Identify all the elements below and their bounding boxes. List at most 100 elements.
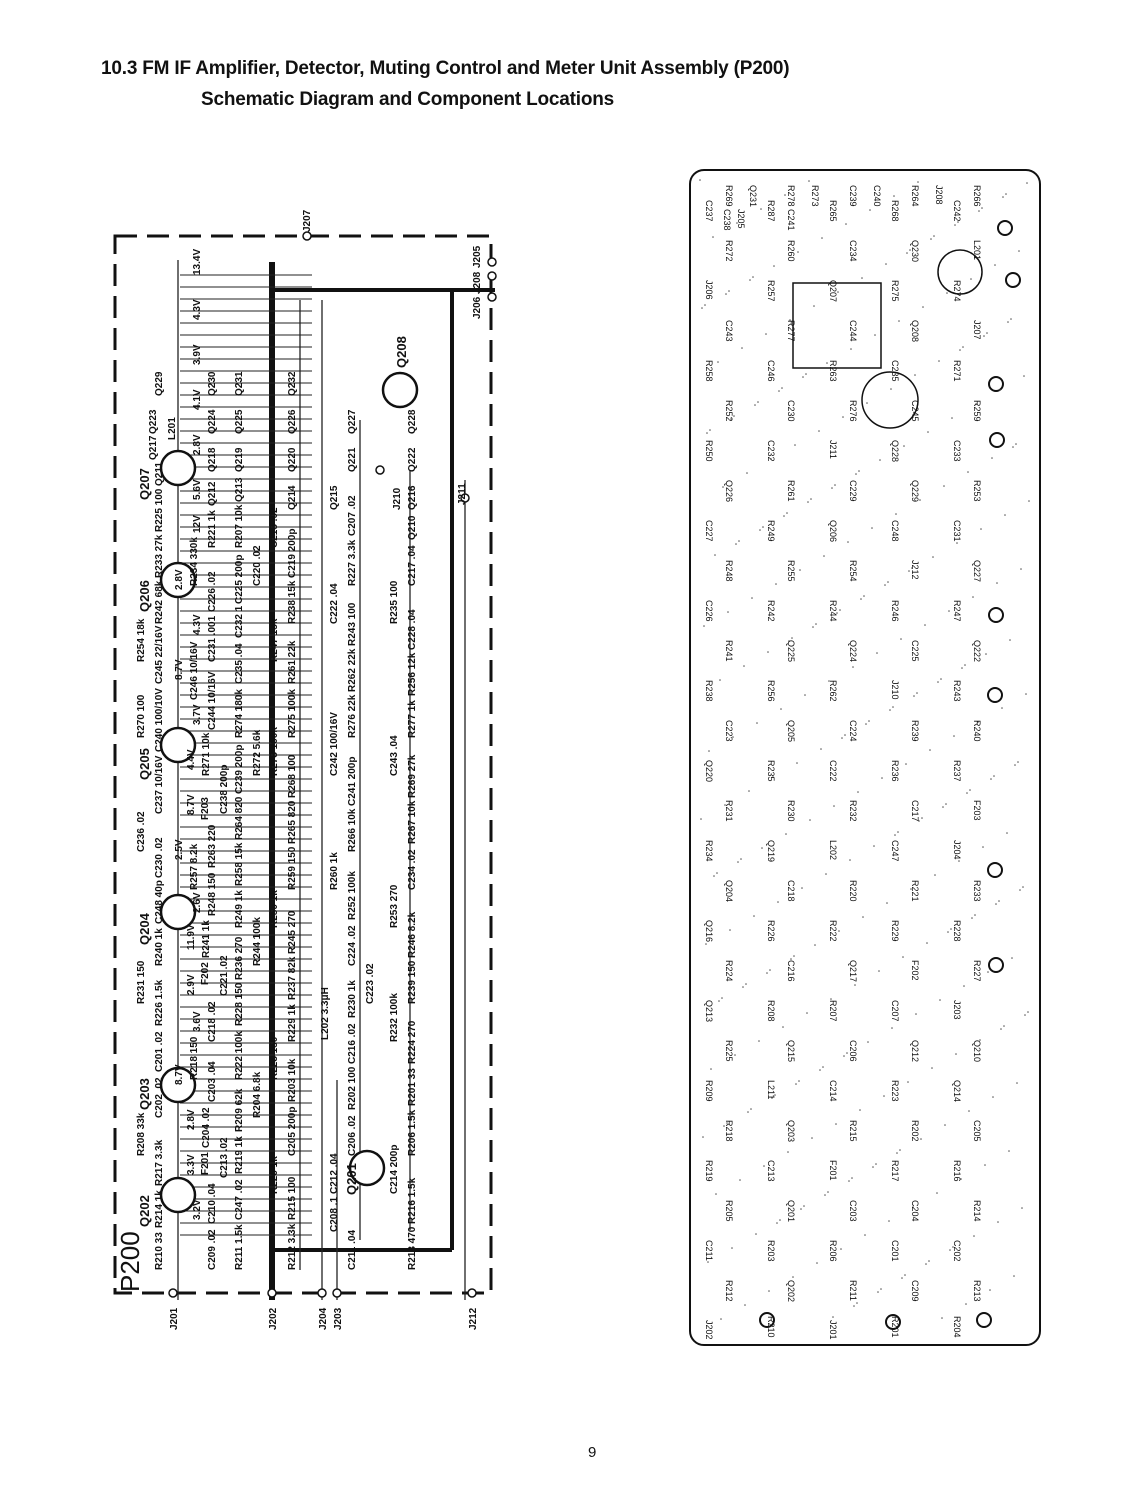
pcb-dot: [946, 292, 948, 294]
coil-label: L201: [167, 417, 178, 440]
pcb-dot: [832, 1316, 834, 1318]
component-label: R231 150: [136, 960, 147, 1004]
component-label: C224 .02: [347, 925, 358, 966]
pcb-label: F203: [972, 800, 982, 821]
pcb-dot: [986, 332, 988, 334]
pcb-label: R277: [786, 320, 796, 342]
pcb-label: F201: [828, 1160, 838, 1181]
component-label: R224 270: [407, 1020, 418, 1064]
jack-label: J202: [268, 1307, 279, 1330]
pcb-dot: [970, 278, 972, 280]
pcb-dot: [790, 958, 792, 960]
pcb-label: R250: [704, 440, 714, 462]
pcb-dot: [944, 1124, 946, 1126]
pcb-dot: [831, 487, 833, 489]
pcb-dot: [867, 1041, 869, 1043]
voltage-label: 4.3V: [192, 614, 203, 635]
transistor-label: Q202: [137, 1195, 152, 1227]
pcb-label: R272: [724, 240, 734, 262]
pcb-dot: [1018, 250, 1020, 252]
pcb-dot: [819, 1069, 821, 1071]
pcb-jack-pad: [988, 607, 1004, 623]
component-label: R273 100k: [269, 727, 280, 776]
pcb-dot: [735, 543, 737, 545]
component-label: C238 200p: [219, 764, 230, 814]
pcb-label: J204: [952, 840, 962, 860]
pcb-dot: [846, 1052, 848, 1054]
pcb-dot: [1021, 1207, 1023, 1209]
pcb-dot: [1022, 886, 1024, 888]
pcb-label: Q230: [910, 240, 920, 263]
pcb-label: C214: [828, 1080, 838, 1102]
pcb-dot: [787, 1151, 789, 1153]
pcb-dot: [902, 956, 904, 958]
pcb-dot: [744, 1304, 746, 1306]
pcb-dot: [844, 734, 846, 736]
pcb-dot: [929, 749, 931, 751]
pcb-dot: [948, 610, 950, 612]
pcb-dot: [841, 737, 843, 739]
pcb-dot: [756, 722, 758, 724]
pcb-dot: [879, 459, 881, 461]
pcb-dot: [895, 513, 897, 515]
component-label: R260 1k: [329, 852, 340, 890]
transistor-label: Q201: [344, 1163, 359, 1195]
component-label: Q214: [287, 485, 298, 510]
pcb-label: F202: [910, 960, 920, 981]
pcb-dot: [771, 1097, 773, 1099]
pcb-label: R255: [786, 560, 796, 582]
jack-terminal: [317, 1288, 327, 1298]
component-label: R242 68k: [154, 580, 165, 624]
pcb-dot: [911, 567, 913, 569]
pcb-dot: [768, 1290, 770, 1292]
voltage-label: 12V: [192, 515, 203, 533]
jack-label: J210: [392, 487, 403, 510]
pcb-label: Q226: [724, 480, 734, 503]
pcb-jack-pad: [989, 432, 1005, 448]
transistor-symbol: [159, 449, 197, 487]
pcb-dot: [957, 221, 959, 223]
pcb-label: R220: [848, 880, 858, 902]
pcb-dot: [786, 512, 788, 514]
filter-label: F202: [200, 962, 211, 985]
pcb-label: R229: [890, 920, 900, 942]
jack-terminal: [460, 493, 470, 503]
voltage-label: 11.9V: [186, 924, 197, 950]
pcb-label: Q205: [786, 720, 796, 743]
pcb-dot: [868, 720, 870, 722]
pcb-dot: [942, 806, 944, 808]
transistor-symbol: [348, 1149, 386, 1187]
pcb-dot: [776, 1222, 778, 1224]
voltage-label: 2.9V: [186, 974, 197, 995]
pcb-dot: [878, 970, 880, 972]
pcb-label: J203: [952, 1000, 962, 1020]
pcb-dot: [710, 1068, 712, 1070]
pcb-label: Q204: [724, 880, 734, 903]
pcb-dot: [953, 735, 955, 737]
transistor-label: Q204: [137, 913, 152, 945]
pcb-label: J206: [704, 280, 714, 300]
pcb-dot: [918, 820, 920, 822]
component-label: C208 .1: [329, 1196, 340, 1232]
pcb-label: L211: [766, 1080, 776, 1100]
pcb-dot: [992, 1096, 994, 1098]
component-label: R245 270: [287, 910, 298, 954]
pcb-dot: [700, 818, 702, 820]
component-label: R207 10k: [234, 504, 245, 548]
pcb-label: Q219: [766, 840, 776, 863]
pcb-label: R278: [786, 185, 796, 207]
pcb-label: R222: [828, 920, 838, 942]
jack-label: J211: [457, 483, 468, 505]
pcb-label: R275: [890, 280, 900, 302]
pcb-label: R266: [972, 185, 982, 207]
component-label: C248 40p: [154, 880, 165, 924]
pcb-label: Q216: [704, 920, 714, 943]
pcb-label: J201: [828, 1320, 838, 1340]
component-label: Q218: [207, 447, 218, 472]
pcb-dot: [947, 931, 949, 933]
pcb-label: C238: [722, 209, 732, 231]
component-label: R246 8.2k: [407, 911, 418, 958]
pcb-label: C217: [910, 800, 920, 822]
pcb-dot: [719, 679, 721, 681]
